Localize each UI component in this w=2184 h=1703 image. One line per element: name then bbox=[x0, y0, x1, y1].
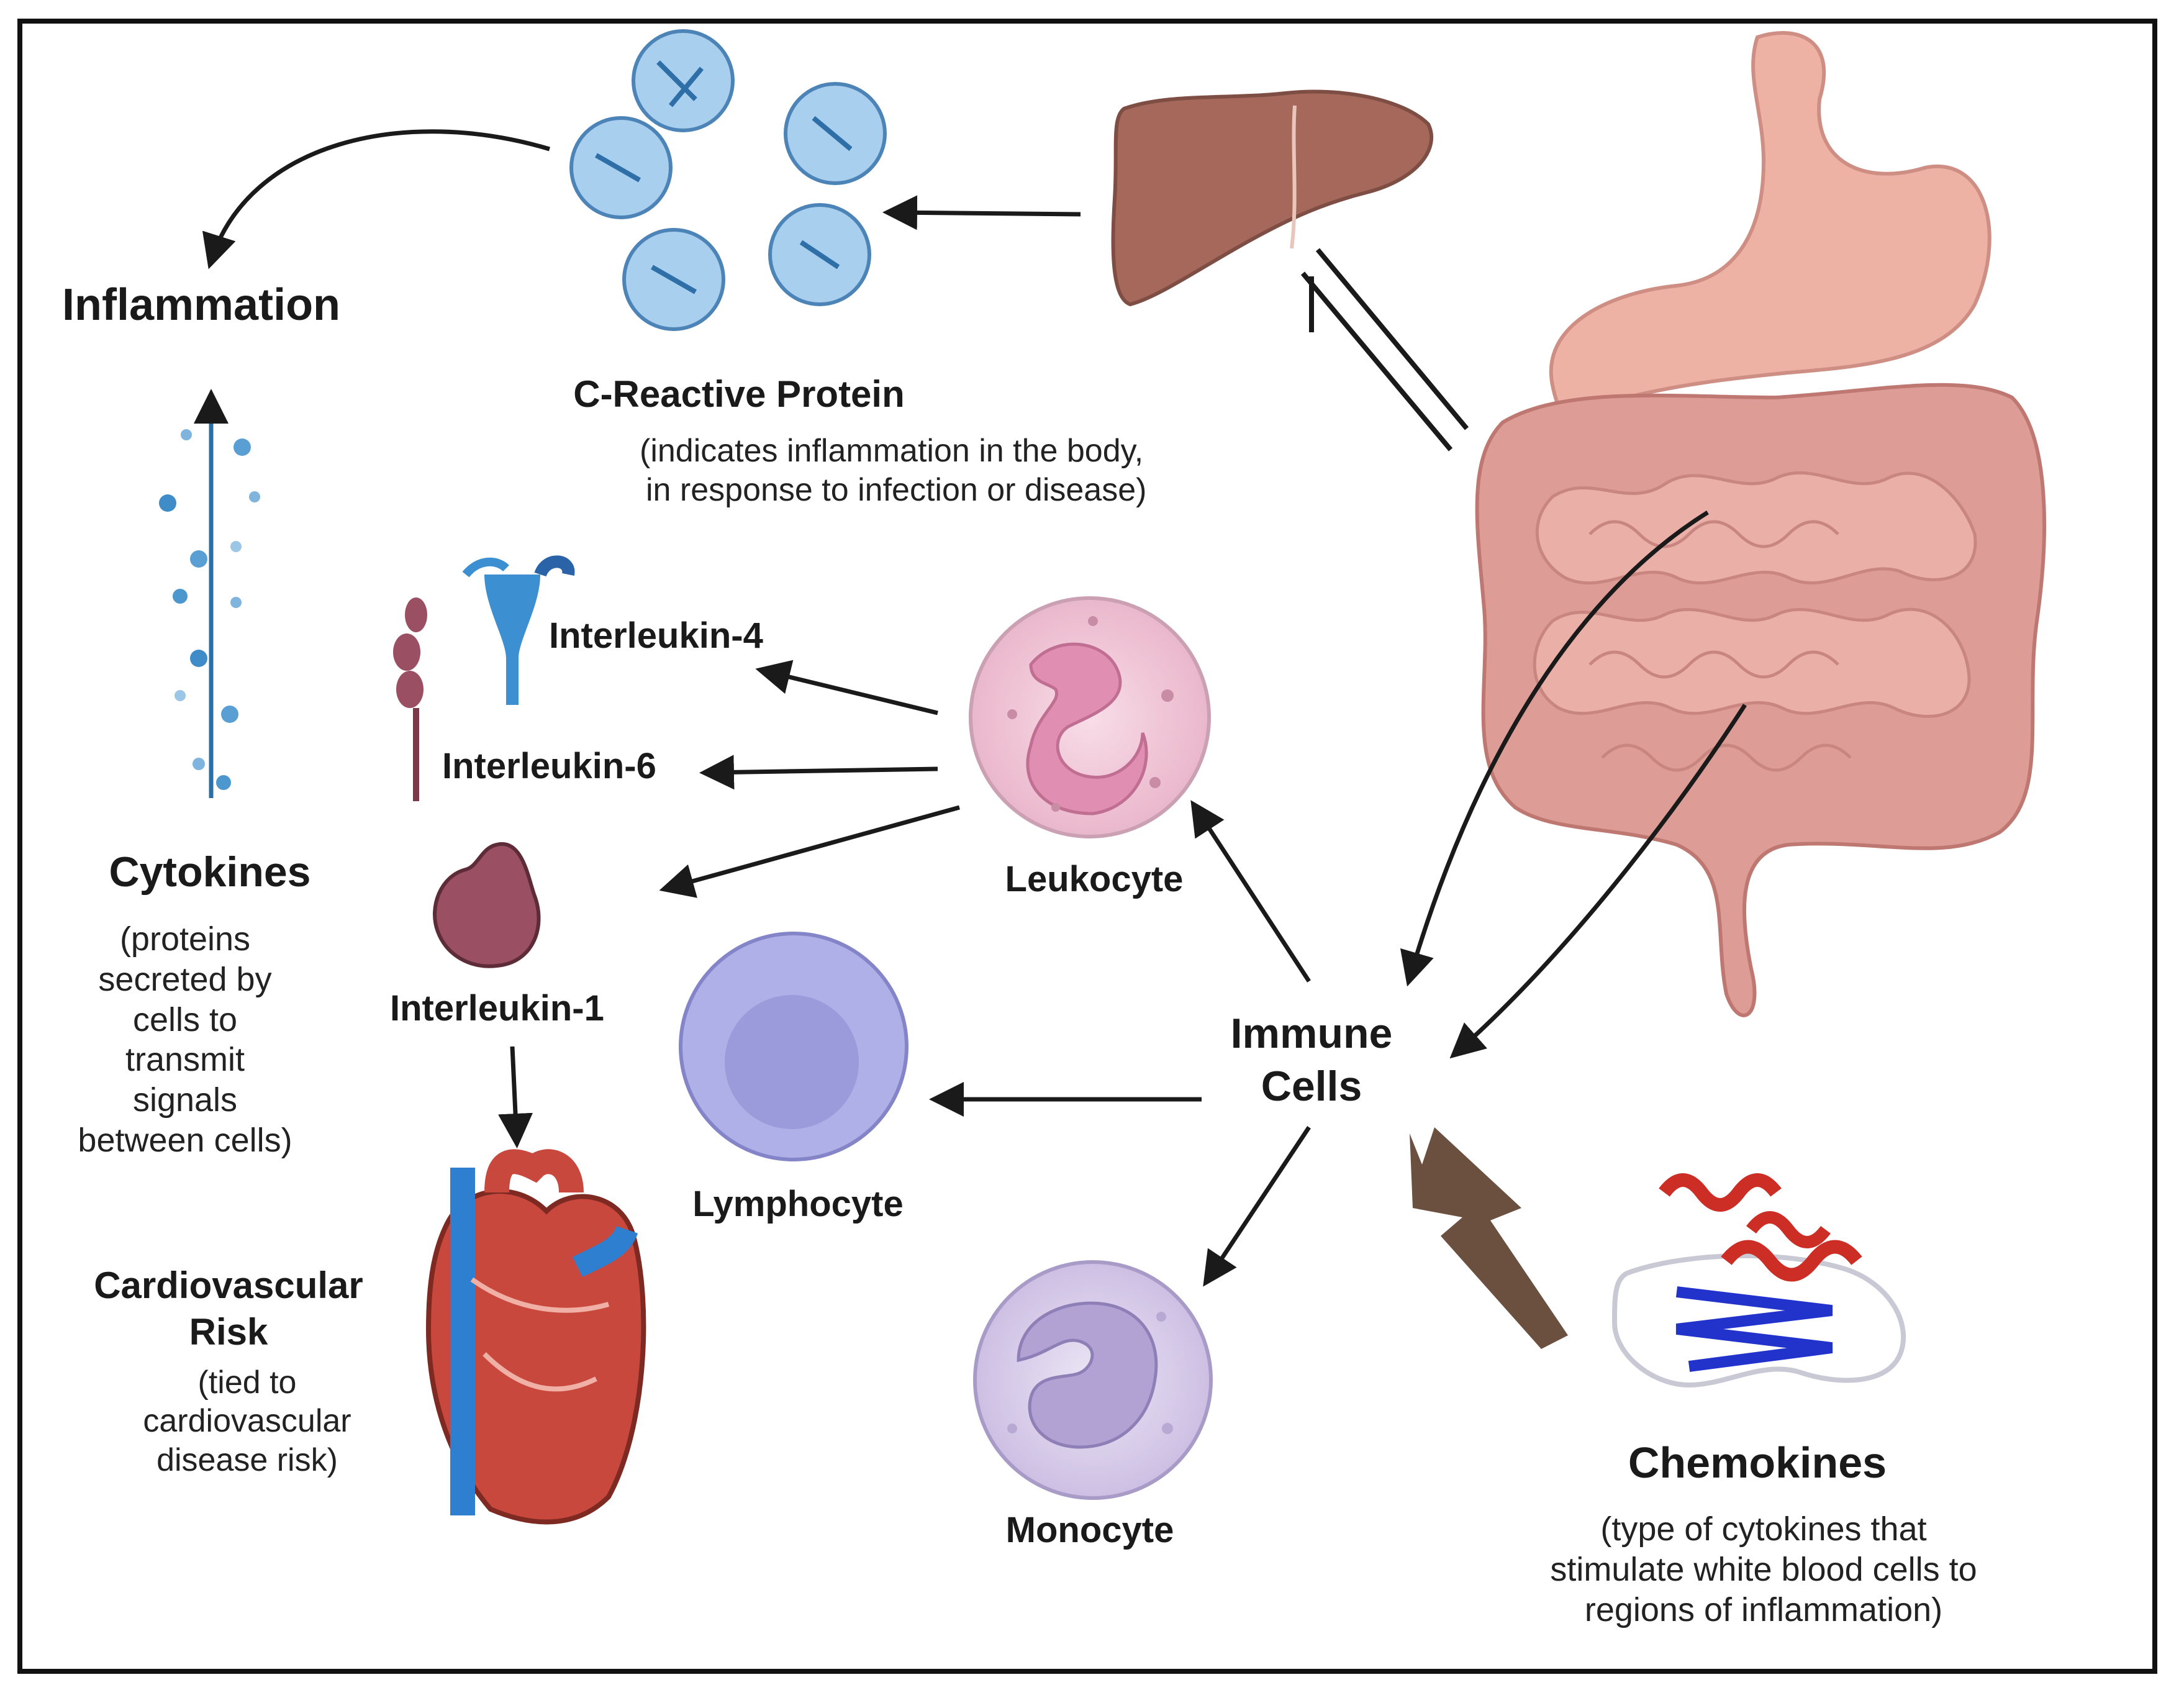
interleukin-6-icon bbox=[393, 597, 427, 801]
arrow-il1-to-heart bbox=[498, 1046, 533, 1148]
cytokines-title: Cytokines bbox=[109, 848, 311, 896]
cardio-note-line: cardiovascular bbox=[143, 1403, 351, 1440]
immune-cells-line-2: Cells bbox=[1261, 1063, 1362, 1110]
intestine-icon bbox=[1475, 383, 2046, 1017]
cytokines-note-line: cells to bbox=[132, 1001, 238, 1038]
cardio-note-line: (tied to bbox=[197, 1365, 297, 1401]
crp-note-line-2: in response to infection or disease) bbox=[646, 472, 1147, 508]
chemokine-protein-icon bbox=[1611, 1173, 1906, 1388]
diagram-border bbox=[17, 19, 2157, 1674]
il1-label: Interleukin-1 bbox=[390, 988, 604, 1029]
monocyte-icon bbox=[973, 1260, 1213, 1500]
crp-protein-icon bbox=[569, 29, 887, 331]
arrow-leukocyte-to-il4 bbox=[755, 660, 938, 715]
arrow-crp-to-inflammation bbox=[202, 129, 550, 270]
cardio-title-line-1: Cardiovascular bbox=[94, 1265, 363, 1306]
interleukin-1-icon bbox=[433, 842, 541, 968]
stomach-icon bbox=[1549, 31, 1991, 422]
lightning-arrow-chemokines-to-immune bbox=[1410, 1127, 1568, 1349]
chemokines-note-line: regions of inflammation) bbox=[1584, 1591, 1943, 1628]
monocyte-label: Monocyte bbox=[1005, 1510, 1174, 1550]
cytokines-note-line: signals bbox=[132, 1081, 238, 1119]
arrow-gut-liver-exchange bbox=[1300, 248, 1469, 452]
cytokine-dots-icon bbox=[159, 389, 260, 798]
interleukin-4-icon bbox=[462, 555, 575, 705]
cytokines-note: (proteins secreted by cells to transmit … bbox=[42, 919, 328, 1161]
inflammation-label: Inflammation bbox=[62, 280, 341, 330]
arrow-liver-to-crp bbox=[882, 195, 1081, 230]
cardio-title-line-2: Risk bbox=[189, 1311, 268, 1353]
cardio-note: (tied to cardiovascular disease risk) bbox=[117, 1363, 378, 1479]
crp-note-line-1: (indicates inflammation in the body, bbox=[640, 433, 1144, 469]
digestive-tract-icon bbox=[1475, 31, 2046, 1017]
cytokines-note-line: (proteins bbox=[119, 920, 251, 958]
arrow-gut-to-immune-2 bbox=[1449, 704, 1747, 1059]
cytokines-note-line: transmit bbox=[125, 1041, 245, 1079]
chemokines-title: Chemokines bbox=[1628, 1438, 1887, 1487]
arrow-immune-to-monocyte bbox=[1203, 1126, 1311, 1287]
chemokines-note-line: (type of cytokines that bbox=[1600, 1510, 1927, 1548]
il6-label: Interleukin-6 bbox=[442, 746, 656, 786]
arrow-leukocyte-to-il6 bbox=[699, 755, 938, 790]
chemokines-note-line: stimulate white blood cells to bbox=[1550, 1550, 1977, 1588]
leukocyte-label: Leukocyte bbox=[1005, 859, 1184, 899]
cardio-note-line: disease risk) bbox=[156, 1442, 338, 1478]
crp-title: C-Reactive Protein bbox=[573, 373, 905, 415]
immune-cells-line-1: Immune bbox=[1230, 1010, 1393, 1057]
il4-label: Interleukin-4 bbox=[549, 615, 763, 656]
chemokines-note: (type of cytokines that stimulate white … bbox=[1484, 1509, 2043, 1630]
liver-icon bbox=[1111, 89, 1433, 307]
lymphocyte-label: Lymphocyte bbox=[692, 1184, 904, 1224]
leukocyte-icon bbox=[969, 596, 1211, 838]
arrow-gut-to-immune-1 bbox=[1400, 511, 1709, 987]
arrow-leukocyte-to-il1 bbox=[659, 805, 960, 898]
arrow-immune-to-leukocyte bbox=[1190, 800, 1311, 983]
cytokines-note-line: secreted by bbox=[98, 960, 272, 998]
lymphocyte-icon bbox=[679, 932, 908, 1161]
heart-icon bbox=[425, 1149, 646, 1525]
cytokines-note-line: between cells) bbox=[78, 1121, 292, 1159]
